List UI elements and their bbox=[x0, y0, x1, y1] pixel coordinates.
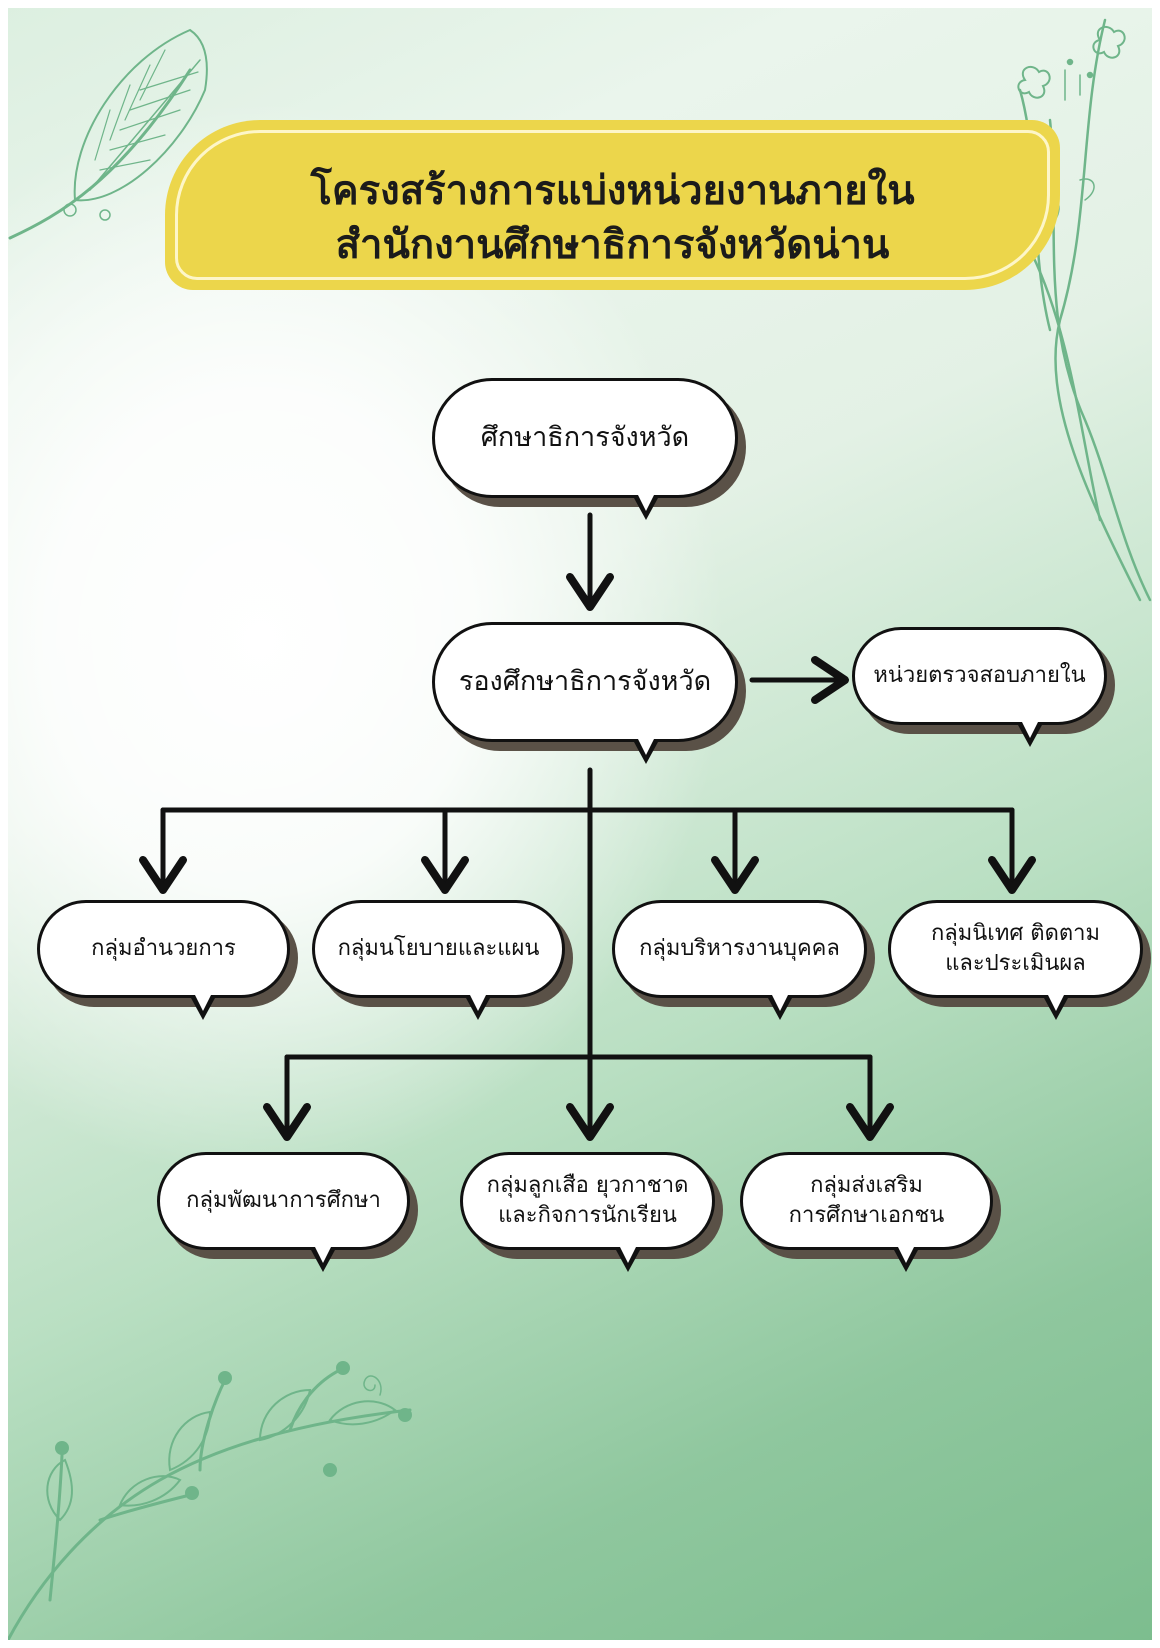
node-label-line-1: กลุ่มส่งเสริม bbox=[810, 1173, 923, 1198]
node-label: กลุ่มอำนวยการ bbox=[91, 936, 236, 961]
node-label: กลุ่มพัฒนาการศึกษา bbox=[186, 1188, 381, 1213]
node-label: หน่วยตรวจสอบภายใน bbox=[873, 663, 1086, 688]
node-label-line-2: และกิจการนักเรียน bbox=[498, 1203, 677, 1228]
node-admin-group: กลุ่มอำนวยการ bbox=[37, 900, 298, 1020]
feather-icon bbox=[8, 28, 208, 240]
node-hr-group: กลุ่มบริหารงานบุคคล bbox=[612, 900, 875, 1020]
node-policy-group: กลุ่มนโยบายและแผน bbox=[312, 900, 573, 1020]
node-supervision-group: กลุ่มนิเทศ ติดตาม และประเมินผล bbox=[888, 900, 1151, 1020]
node-label: กลุ่มนโยบายและแผน bbox=[337, 936, 540, 961]
node-development-group: กลุ่มพัฒนาการศึกษา bbox=[157, 1152, 418, 1272]
leaf-branch-icon bbox=[6, 1368, 412, 1642]
node-label-line-2: การศึกษาเอกชน bbox=[788, 1203, 945, 1228]
node-label: กลุ่มบริหารงานบุคคล bbox=[639, 936, 840, 961]
node-scouts-group: กลุ่มลูกเสือ ยุวกาชาด และกิจการนักเรียน bbox=[460, 1152, 723, 1272]
title-line-2: สำนักงานศึกษาธิการจังหวัดน่าน bbox=[335, 222, 890, 268]
node-label: รองศึกษาธิการจังหวัด bbox=[458, 666, 712, 697]
node-label-line-1: กลุ่มนิเทศ ติดตาม bbox=[930, 921, 1101, 946]
node-deputy-officer: รองศึกษาธิการจังหวัด bbox=[432, 622, 746, 764]
node-label-line-1: กลุ่มลูกเสือ ยุวกาชาด bbox=[486, 1173, 689, 1198]
title-banner: โครงสร้างการแบ่งหน่วยงานภายใน สำนักงานศึ… bbox=[165, 120, 1060, 290]
title-line-1: โครงสร้างการแบ่งหน่วยงานภายใน bbox=[310, 168, 915, 214]
node-internal-audit: หน่วยตรวจสอบภายใน bbox=[852, 627, 1115, 747]
leaf-branch-dots bbox=[55, 1361, 412, 1500]
node-provincial-education-officer: ศึกษาธิการจังหวัด bbox=[432, 378, 746, 520]
node-label: ศึกษาธิการจังหวัด bbox=[480, 422, 690, 453]
node-private-education-group: กลุ่มส่งเสริม การศึกษาเอกชน bbox=[740, 1152, 1001, 1272]
node-label-line-2: และประเมินผล bbox=[945, 951, 1086, 976]
